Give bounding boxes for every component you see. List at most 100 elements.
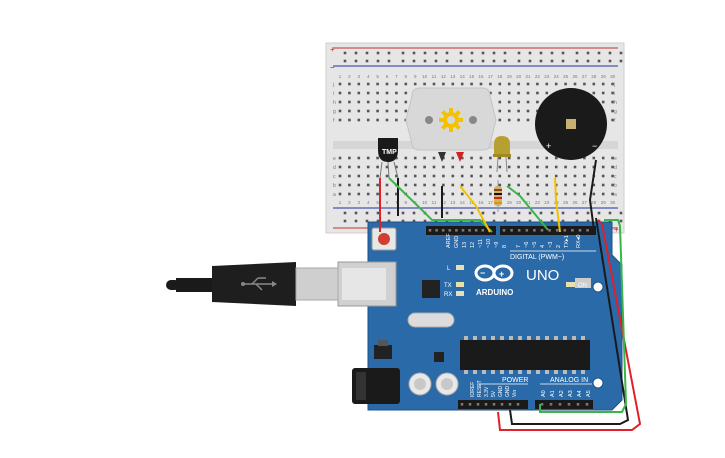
wire-black-buzzer[interactable] (588, 159, 597, 231)
wire-green-tmp-signal[interactable] (388, 177, 493, 233)
chip-pin (482, 336, 486, 340)
usb-chip (422, 280, 440, 298)
breadboard-hole (489, 91, 492, 95)
piezo-buzzer[interactable]: + − (535, 88, 607, 160)
breadboard-hole (470, 165, 473, 169)
breadboard-row-letter: d (614, 165, 617, 171)
led-rx (456, 291, 464, 296)
breadboard-column-number: 9 (414, 74, 417, 79)
breadboard-hole (348, 109, 351, 113)
breadboard-column-number: 29 (601, 74, 607, 79)
breadboard-hole (470, 183, 473, 187)
wire-green-led[interactable] (506, 185, 549, 231)
power-pin-label: GND (498, 386, 504, 398)
rail-hole (434, 51, 438, 55)
breadboard-hole (601, 100, 605, 104)
digital-pin-label: ~10 (486, 239, 492, 248)
analog-pin-label: A3 (568, 390, 574, 397)
breadboard-column-number: 17 (488, 200, 494, 205)
rail-hole (343, 59, 347, 63)
breadboard-column-number: 1 (339, 74, 342, 79)
breadboard-hole (385, 91, 389, 95)
breadboard-row-letter: c (333, 174, 336, 180)
wire-black-gnd[interactable] (509, 217, 630, 425)
header-hole (508, 403, 512, 406)
rail-hole (550, 211, 554, 215)
chip-pin (581, 336, 585, 340)
gear-tooth (449, 126, 453, 132)
breadboard-row-letter: e (333, 156, 336, 162)
wire-yellow-motor[interactable] (459, 185, 491, 233)
rail-hole (586, 51, 590, 55)
rail-hole (561, 211, 565, 215)
led-on (566, 282, 575, 287)
breadboard-column-number: 24 (554, 74, 560, 79)
mounting-hole (592, 377, 604, 389)
chip-pin (545, 336, 549, 340)
resistor[interactable] (494, 180, 502, 212)
analog-pin-label: A0 (541, 390, 547, 397)
temperature-sensor[interactable]: TMP (378, 138, 399, 179)
breadboard-hole (357, 192, 361, 196)
usb-cable[interactable] (166, 262, 339, 306)
breadboard-column-number: 13 (450, 74, 456, 79)
wires (379, 159, 642, 431)
dc-motor[interactable] (405, 87, 497, 162)
breadboard-column-number: 22 (535, 200, 541, 205)
led[interactable] (493, 136, 511, 173)
tmp-sensor-leg (393, 161, 399, 179)
breadboard-hole (489, 174, 492, 178)
breadboard-column-number: 10 (422, 200, 428, 205)
breadboard-hole (385, 174, 389, 178)
rail-hole (575, 59, 579, 63)
rail-hole (492, 51, 496, 55)
buzzer-plus-label: + (546, 141, 551, 151)
breadboard-hole (507, 100, 511, 104)
breadboard-column-number: 25 (563, 74, 569, 79)
breadboard-hole (385, 183, 389, 187)
digital-pin-label: 12 (470, 242, 476, 248)
breadboard-hole (432, 82, 436, 86)
power-pin-label: 5V (491, 390, 497, 397)
wire-yellow-buzzer[interactable] (554, 177, 561, 233)
breadboard-column-number: 16 (478, 200, 484, 205)
rail-hole (586, 219, 590, 223)
breadboard-hole (460, 156, 464, 160)
header-hole (576, 403, 580, 406)
breadboard-column-number: 27 (582, 74, 588, 79)
breadboard-hole (451, 165, 455, 169)
breadboard-column-number: 22 (535, 74, 541, 79)
breadboard-hole (348, 82, 351, 86)
chip-pin (473, 370, 477, 374)
breadboard-column-number: 11 (432, 74, 437, 79)
breadboard-row-letter: d (333, 165, 336, 171)
breadboard-hole (423, 183, 426, 187)
header-hole (492, 403, 496, 406)
reset-button-cap[interactable] (378, 233, 390, 245)
wire-red-5v[interactable] (497, 219, 642, 431)
rail-hole (550, 219, 554, 223)
breadboard-hole (423, 174, 426, 178)
led-on-label: ON (578, 283, 587, 289)
rail-hole (445, 59, 449, 63)
header-hole (525, 229, 529, 232)
rail-hole (608, 59, 612, 63)
breadboard-hole (451, 174, 455, 178)
rail-hole (445, 211, 449, 215)
breadboard-hole (536, 82, 539, 86)
breadboard-hole (442, 183, 445, 187)
breadboard-column-number: 4 (367, 74, 370, 79)
power-pin-label: RESET (477, 380, 483, 397)
rail-hole (528, 59, 532, 63)
breadboard-hole (601, 192, 605, 196)
breadboard-hole (470, 174, 473, 178)
breadboard-hole (583, 174, 586, 178)
breadboard-hole (376, 109, 379, 113)
rail-hole (401, 51, 405, 55)
wire-green-analog[interactable] (539, 219, 628, 413)
tmp-sensor-label: TMP (382, 149, 397, 156)
rail-hole (376, 59, 380, 63)
breadboard-hole (385, 100, 389, 104)
breadboard-hole (489, 165, 492, 169)
